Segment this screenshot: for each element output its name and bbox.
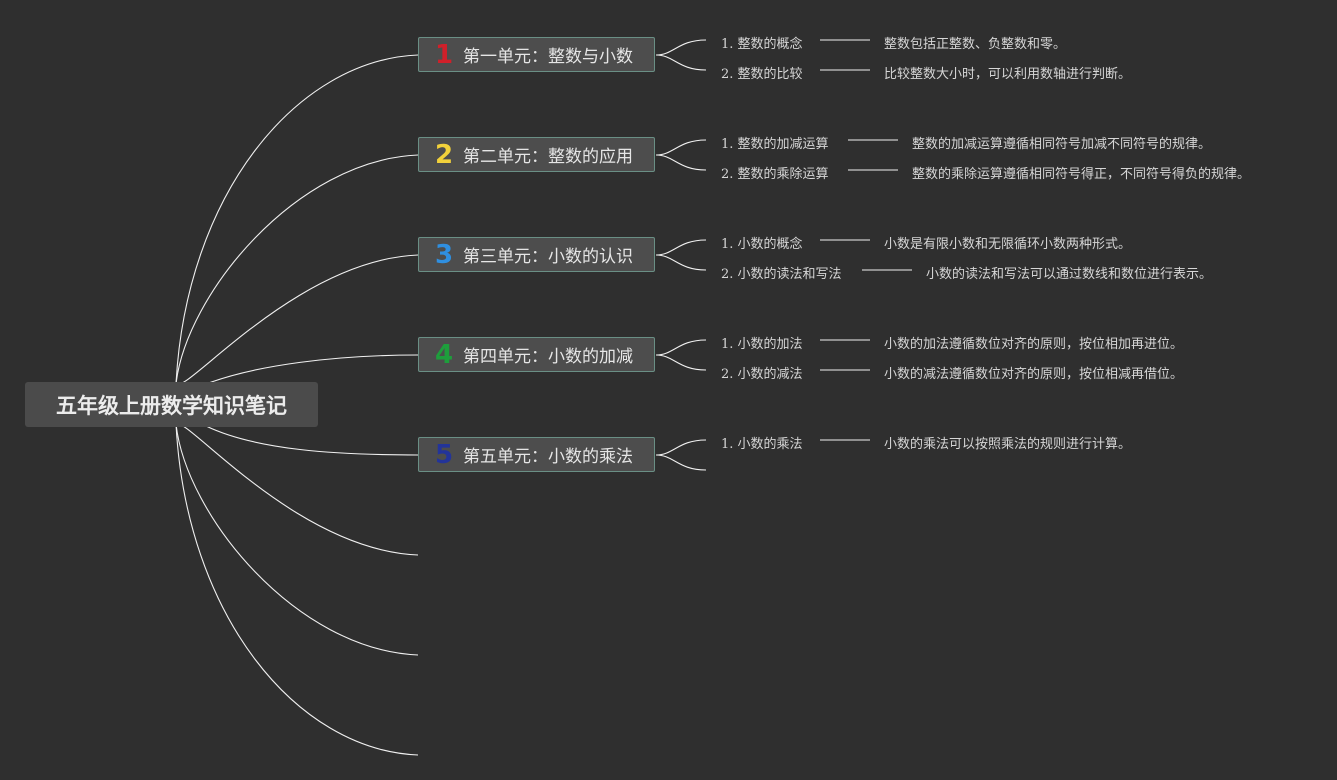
topic-description: 小数是有限小数和无限循环小数两种形式。: [884, 237, 1132, 252]
unit-number-icon: 3: [435, 239, 454, 270]
fork-line: [655, 239, 707, 256]
topic-label[interactable]: 1. 小数的概念: [721, 237, 803, 252]
root-branch-line: [205, 425, 419, 456]
topic-description: 小数的减法遵循数位对齐的原则，按位相减再借位。: [884, 367, 1184, 382]
topic-description: 整数的加减运算遵循相同符号加减不同符号的规律。: [912, 137, 1212, 152]
unit-title: 第一单元：整数与小数: [463, 47, 633, 67]
topic-label[interactable]: 2. 整数的比较: [721, 67, 803, 82]
unit-number-icon: 2: [435, 139, 454, 170]
fork-line: [655, 454, 707, 471]
topic-description: 小数的读法和写法可以通过数线和数位进行表示。: [926, 267, 1213, 282]
fork-line: [655, 39, 707, 56]
unit-title: 第三单元：小数的认识: [463, 247, 633, 267]
topic-label[interactable]: 2. 小数的减法: [721, 367, 803, 382]
root-branch-line: [175, 423, 419, 656]
topic-label[interactable]: 2. 小数的读法和写法: [721, 267, 842, 282]
topic-label[interactable]: 1. 整数的概念: [721, 37, 803, 52]
unit-title: 第五单元：小数的乘法: [463, 447, 633, 467]
root-branch-line: [175, 54, 419, 385]
topic-label[interactable]: 1. 小数的加法: [721, 337, 803, 352]
topic-description: 比较整数大小时，可以利用数轴进行判断。: [884, 67, 1132, 82]
topic-description: 小数的乘法可以按照乘法的规则进行计算。: [884, 437, 1132, 452]
topic-description: 小数的加法遵循数位对齐的原则，按位相加再进位。: [884, 337, 1184, 352]
fork-line: [655, 139, 707, 156]
topic-label[interactable]: 1. 整数的加减运算: [721, 137, 829, 152]
topic-description: 整数包括正整数、负整数和零。: [884, 37, 1067, 52]
root-branch-line: [175, 254, 419, 386]
unit-number-icon: 1: [435, 39, 454, 70]
fork-line: [655, 339, 707, 356]
unit-node-5[interactable]: 5 第五单元：小数的乘法: [418, 437, 655, 472]
root-branch-line: [205, 354, 419, 385]
unit-number-icon: 5: [435, 439, 454, 470]
unit-node-3[interactable]: 3 第三单元：小数的认识: [418, 237, 655, 272]
fork-line: [655, 254, 707, 271]
unit-title: 第二单元：整数的应用: [463, 147, 633, 167]
topic-label[interactable]: 2. 整数的乘除运算: [721, 167, 829, 182]
root-branch-line: [175, 423, 419, 556]
root-branch-line: [175, 154, 419, 385]
unit-title: 第四单元：小数的加减: [463, 347, 633, 367]
unit-node-1[interactable]: 1 第一单元：整数与小数: [418, 37, 655, 72]
fork-line: [655, 154, 707, 171]
fork-line: [655, 54, 707, 71]
fork-line: [655, 354, 707, 371]
unit-number-icon: 4: [435, 339, 454, 370]
root-node[interactable]: 五年级上册数学知识笔记: [25, 382, 318, 427]
topic-label[interactable]: 1. 小数的乘法: [721, 437, 803, 452]
topic-description: 整数的乘除运算遵循相同符号得正，不同符号得负的规律。: [912, 167, 1251, 182]
unit-node-2[interactable]: 2 第二单元：整数的应用: [418, 137, 655, 172]
root-branch-line: [175, 423, 419, 756]
unit-node-4[interactable]: 4 第四单元：小数的加减: [418, 337, 655, 372]
fork-line: [655, 439, 707, 456]
